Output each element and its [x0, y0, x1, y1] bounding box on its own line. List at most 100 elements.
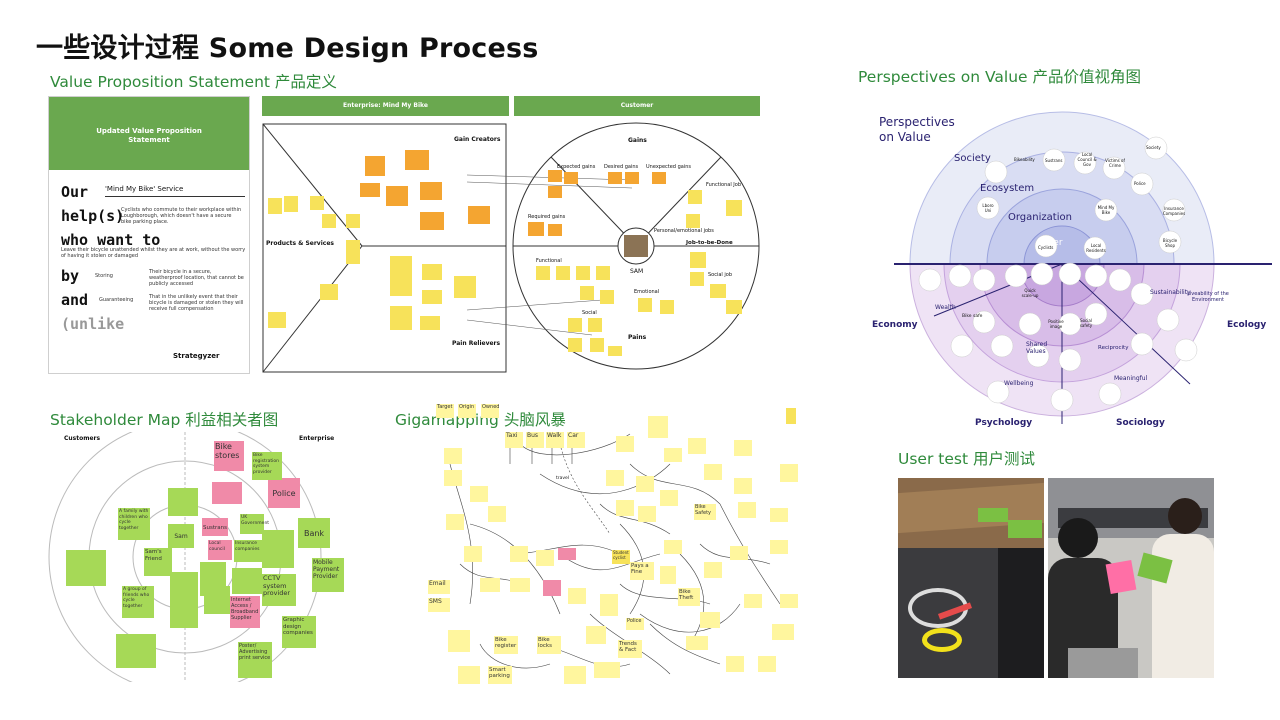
- vps-card-header: Updated Value Proposition Statement: [49, 97, 249, 170]
- note-sam: Sam: [168, 524, 194, 548]
- vps-and-text: That in the unlikely event that their bi…: [149, 294, 244, 312]
- note-poster: Poster/ Advertising print service: [238, 642, 272, 678]
- vps-by-text: Their bicycle in a secure, weatherproof …: [149, 269, 244, 287]
- note-family: A family with children who cycle togethe…: [118, 508, 150, 540]
- note-registration: Bike registration system provider: [252, 452, 282, 480]
- note-bike-register: Bike register: [494, 636, 518, 654]
- functional-label: Functional: [536, 258, 562, 264]
- note-internet: Internet Access / Broadband Supplier: [230, 596, 260, 628]
- ring-ecosystem: Ecosystem: [980, 183, 1035, 194]
- note-student: Student cyclist: [612, 550, 630, 564]
- vps-who-text: Leave their bicycle unattended whilst th…: [61, 247, 246, 259]
- note-bike-safety: Bike Safety: [694, 504, 716, 520]
- ring-organization: Organization: [1008, 212, 1072, 223]
- perspectives-heading: Perspectives on Value: [879, 115, 955, 144]
- user-test-photo-2: [1048, 478, 1214, 678]
- job-label: Job-to-be-Done: [686, 240, 733, 246]
- note-sams-friend: Sam's Friend: [144, 548, 172, 576]
- emotional-label: Emotional: [634, 289, 660, 295]
- note-uk-government: UK Government: [240, 514, 269, 534]
- canvas-customer-bar: Customer: [514, 96, 760, 116]
- axis-ecology: Ecology: [1227, 320, 1267, 330]
- note-cctv: CCTV system provider: [262, 574, 296, 606]
- note-bus: Bus: [526, 432, 544, 448]
- axis-psychology: Psychology: [975, 418, 1033, 428]
- vps-service: 'Mind My Bike' Service: [105, 185, 184, 193]
- bubble-bicycle-shop: Bicycle Shop: [1162, 238, 1178, 248]
- note-origin: Origin: [458, 404, 476, 418]
- vps-helps: help(s): [61, 207, 125, 225]
- note-bike-theft: Bike Theft: [678, 588, 700, 606]
- note-travel: travel: [556, 476, 570, 481]
- bubble-society: Society: [1146, 145, 1161, 150]
- section-title-vps: Value Proposition Statement 产品定义: [50, 73, 337, 91]
- expected-gains-label: Expected gains: [557, 164, 596, 170]
- value-quick-scale: Quick scale-up: [1021, 288, 1039, 298]
- note-insurance: Insurance companies: [234, 540, 264, 562]
- stakeholder-customers-label: Customers: [64, 435, 101, 442]
- vps-by: by: [61, 267, 80, 285]
- note-car: Car: [567, 432, 585, 448]
- value-shared: Shared Values: [1026, 341, 1048, 355]
- value-meaningful: Meaningful: [1114, 375, 1148, 382]
- note-bank: Bank: [298, 518, 330, 548]
- note-target: Target: [436, 404, 454, 418]
- bubble-council: Local Council & Gov: [1077, 152, 1097, 167]
- axis-sociology: Sociology: [1116, 418, 1165, 428]
- pains-label: Pains: [628, 334, 647, 341]
- value-wealth: Wealth: [935, 304, 956, 311]
- value-wellbeing: Wellbeing: [1004, 380, 1034, 387]
- social-job-label: Social job: [708, 272, 733, 278]
- vps-and: and: [61, 291, 89, 309]
- vps-unlike: (unlike: [61, 315, 125, 333]
- vps-card: Updated Value Proposition Statement Our …: [48, 96, 250, 374]
- ring-society: Society: [954, 153, 991, 164]
- note-mobile-payment: Mobile Payment Provider: [312, 558, 344, 592]
- value-positive-image: Positive image: [1048, 319, 1064, 329]
- gain-creators-label: Gain Creators: [454, 136, 501, 143]
- note-trends: Trends & Fact: [618, 640, 642, 658]
- page-title: 一些设计过程 Some Design Process: [36, 33, 539, 64]
- vps-helps-text: Cyclists who commute to their workplace …: [121, 207, 242, 225]
- section-title-perspectives: Perspectives on Value 产品价值视角图: [858, 68, 1141, 86]
- bubble-insurance: Insurance Companies: [1162, 206, 1186, 216]
- user-test-photo-1: [898, 478, 1044, 678]
- perspectives-diagram: [894, 111, 1272, 424]
- bubble-mind-my-bike: Mind My Bike: [1097, 205, 1115, 215]
- vps-card-header-text: Updated Value Proposition Statement: [96, 127, 202, 144]
- axis-economy: Economy: [872, 320, 918, 330]
- section-title-usertest: User test 用户测试: [898, 450, 1035, 468]
- note-owned: Owned: [481, 404, 499, 418]
- products-services-label: Products & Services: [266, 240, 334, 247]
- bubble-residents: Local Residents: [1086, 243, 1106, 253]
- value-bike-safe: Bike safe: [962, 314, 983, 319]
- bubble-sustrans: Sustrans: [1045, 158, 1063, 163]
- required-gains-label: Required gains: [528, 214, 566, 220]
- value-sustainability: Sustainability: [1150, 289, 1191, 296]
- note-taxi: Taxi: [505, 432, 523, 448]
- note-graphic-design: Graphic design companies: [282, 616, 316, 648]
- value-social-safety: Social safety: [1079, 318, 1093, 328]
- section-title-stakeholder: Stakeholder Map 利益相关者图: [50, 411, 279, 429]
- bubble-victims: Victims of Crime: [1105, 158, 1125, 168]
- note-police-giga: Police: [626, 618, 644, 630]
- note-bike-stores: Bike stores: [214, 441, 244, 471]
- unexpected-gains-label: Unexpected gains: [646, 164, 691, 170]
- note-email: Email: [428, 580, 450, 594]
- strategyzer-logo: Strategyzer: [173, 352, 220, 360]
- note-local-council: Local council: [208, 540, 232, 560]
- note-police: Police: [268, 478, 300, 508]
- sam-label: SAM: [630, 268, 644, 275]
- vps-who: who want to: [61, 231, 161, 249]
- pain-relievers-label: Pain Relievers: [452, 340, 501, 347]
- canvas-enterprise-bar: Enterprise: Mind My Bike: [262, 96, 509, 116]
- gains-label: Gains: [628, 137, 647, 144]
- vps-and-guaranteeing: Guaranteeing: [99, 297, 134, 303]
- desired-gains-label: Desired gains: [604, 164, 639, 170]
- bubble-cyclists: Cyclists: [1038, 245, 1054, 250]
- value-liveability: Liveability of the Environment: [1187, 291, 1229, 303]
- note-sms: SMS: [428, 598, 450, 612]
- emotional-jobs-label: Personal/emotional jobs: [654, 228, 714, 234]
- note-smart-parking: Smart parking: [488, 666, 512, 684]
- bubble-lboro: Lboro Uni: [982, 203, 994, 213]
